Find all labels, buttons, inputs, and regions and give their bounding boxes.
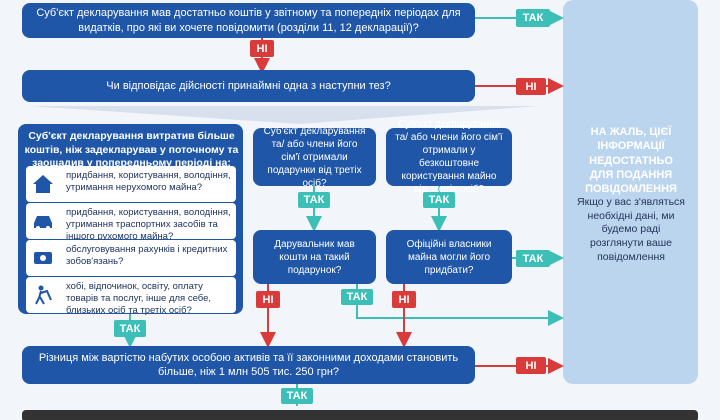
- no-tag: НІ: [516, 357, 546, 374]
- no-tag: НІ: [516, 78, 546, 95]
- list-item: придбання, користування, володіння, утри…: [26, 166, 236, 202]
- money-icon: [34, 252, 52, 264]
- expenses-title: Суб'єкт декларування витратив більше кош…: [24, 130, 239, 170]
- yes-tag: ТАК: [298, 192, 330, 208]
- yes-tag: ТАК: [516, 9, 550, 27]
- no-tag: НІ: [256, 291, 280, 308]
- house-icon: [33, 175, 53, 193]
- question-sufficient-funds: Суб'єкт декларування мав достатньо кошті…: [22, 3, 475, 38]
- no-tag: НІ: [392, 291, 416, 308]
- yes-tag: ТАК: [423, 192, 455, 208]
- question-gifts: Суб'єкт декларування та/ або члени його …: [253, 126, 376, 189]
- question-donor-funds: Дарувальник мав кошти на такий подарунок…: [253, 230, 376, 284]
- yes-tag: ТАК: [341, 289, 373, 305]
- result-title: На жаль, цієї інформації недостатньо для…: [585, 126, 677, 196]
- next-step-bar: [22, 410, 698, 420]
- question-owners-could-buy: Офіційні власники майна могли його придб…: [386, 230, 512, 284]
- question-any-statement: Чи відповідає дійсності принаймні одна з…: [22, 70, 475, 102]
- question-free-use: Суб'єкт декларування та/ або члени його …: [386, 119, 512, 195]
- list-item: придбання, користування, володіння, утри…: [26, 203, 236, 242]
- list-item: хобі, відпочинок, освіту, оплату товарів…: [26, 277, 236, 316]
- yes-tag: ТАК: [114, 320, 146, 337]
- question-asset-difference: Різниця між вартістю набутих особою акти…: [22, 346, 475, 384]
- golf-icon: [35, 285, 52, 305]
- yes-tag: ТАК: [281, 388, 313, 404]
- list-item: обслуговування рахунків і кредитних зобо…: [26, 240, 236, 276]
- result-panel: [563, 0, 698, 384]
- car-icon: [34, 216, 52, 230]
- yes-tag: ТАК: [516, 250, 550, 267]
- result-text: Якщо у вас з'являться необхідні дані, ми…: [577, 196, 685, 263]
- no-tag: НІ: [250, 40, 274, 57]
